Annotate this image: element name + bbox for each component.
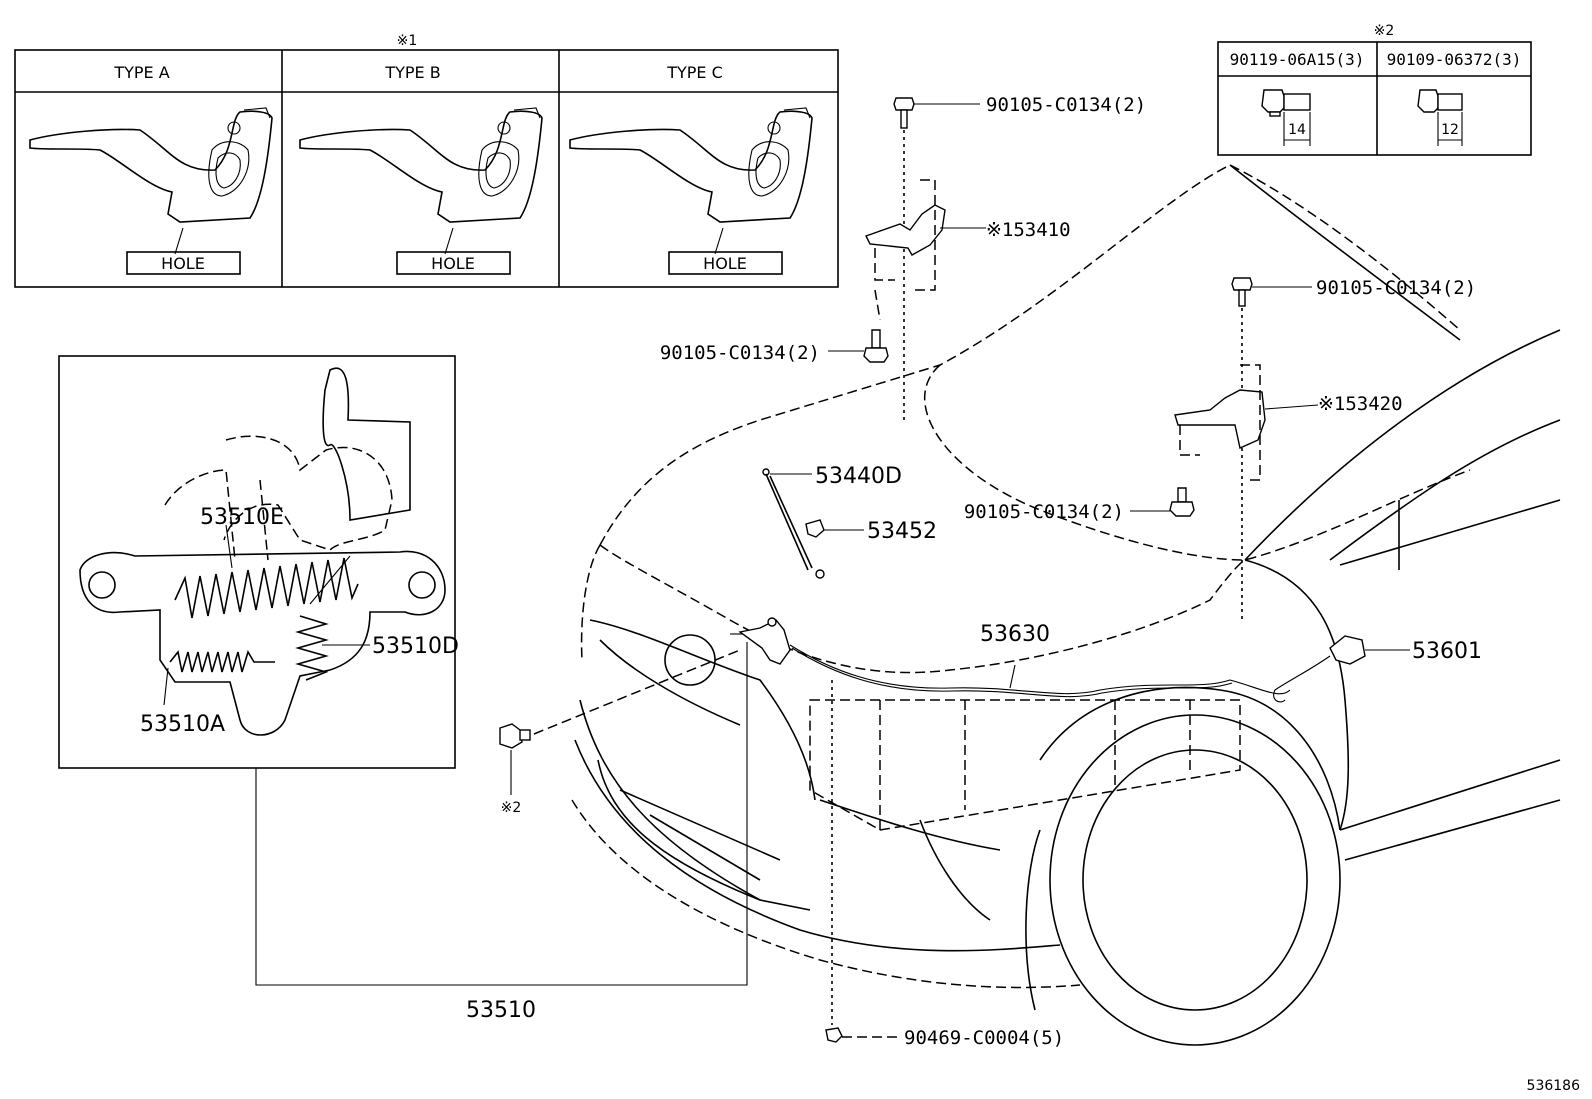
label-53510e: 53510E [200,505,284,530]
type-c-header: TYPE C [666,63,723,82]
hood-lock-detail-inset: 53510E 53510D 53510A [58,355,459,769]
bolt-top-left [893,97,915,111]
label-53510: 53510 [466,998,536,1023]
bolt-spec-right-header: 90109-06372(3) [1387,50,1522,69]
label-bolt-lower-left: 90105-C0134(2) [660,342,820,364]
type-b-hole-box [396,251,511,275]
bolt-14mm-sketch: 14 [1261,89,1311,146]
vehicle-front-outline [571,164,1561,1046]
bolt-lower-right [1169,501,1195,517]
hood-hinge-left: 90105-C0134(2) ※153410 90105-C0134(2) [660,94,1146,420]
hood-lock-assy [730,617,791,665]
bolt-length-12: 12 [1441,122,1459,138]
bolt-top-right [1231,277,1253,291]
hood-hinge-right: 90105-C0134(2) ※153420 90105-C0134(2) [964,277,1476,620]
spring-e-leader [225,524,233,569]
type-b-hood-sketch: HOLE [299,107,543,275]
type-a-hole-label: HOLE [161,254,205,273]
type-table-border [14,49,839,288]
type-a-hood-sketch: HOLE [29,107,273,275]
hood-type-table: ※1 TYPE A TYPE B TYPE C HOLE HOLE [14,33,839,288]
bolt-spec-table: ※2 90119-06A15(3) 90109-06372(3) 14 12 [1217,23,1532,156]
type-c-hood-sketch: HOLE [569,107,813,275]
note-1-marker: ※1 [397,33,418,49]
type-b-header: TYPE B [384,63,440,82]
bolt-length-14: 14 [1288,122,1306,138]
hood-lock-bolt-note2: ※2 [499,649,741,816]
bolt-spec-left-header: 90119-06A15(3) [1230,50,1365,69]
label-hinge-right: ※153420 [1318,393,1403,415]
type-b-hole-label: HOLE [431,254,475,273]
label-53452: 53452 [867,519,937,544]
label-bolt-top-left: 90105-C0134(2) [986,94,1146,116]
lock-assy-bracket-leader [255,642,748,986]
clip-bottom: 90469-C0004(5) [825,680,1064,1049]
type-a-header: TYPE A [113,63,169,82]
note-2-marker: ※2 [1374,23,1395,39]
label-bolt-lower-right: 90105-C0134(2) [964,501,1124,523]
label-53510a: 53510A [140,712,225,737]
label-53510d: 53510D [372,634,459,659]
label-53630: 53630 [980,622,1050,647]
hood-release-cable: 53630 [789,622,1291,698]
label-90469-c0004: 90469-C0004(5) [904,1027,1064,1049]
label-53601: 53601 [1412,639,1482,664]
figure-number: 536186 [1527,1078,1581,1094]
type-c-hole-label: HOLE [703,254,747,273]
type-c-hole-box [668,251,783,275]
hood-rod-clip: 53452 [805,519,937,544]
hood-support-rod: 53440D [762,464,902,579]
label-bolt-top-right: 90105-C0134(2) [1316,277,1476,299]
hood-release-lever: 53601 [1273,635,1482,703]
type-a-hole-box [126,251,241,275]
label-hinge-left: ※153410 [986,219,1071,241]
label-note2-bolt: ※2 [501,800,522,816]
label-53440d: 53440D [815,464,902,489]
bolt-12mm-sketch: 12 [1417,89,1463,146]
bolt-lower-left [863,347,889,363]
